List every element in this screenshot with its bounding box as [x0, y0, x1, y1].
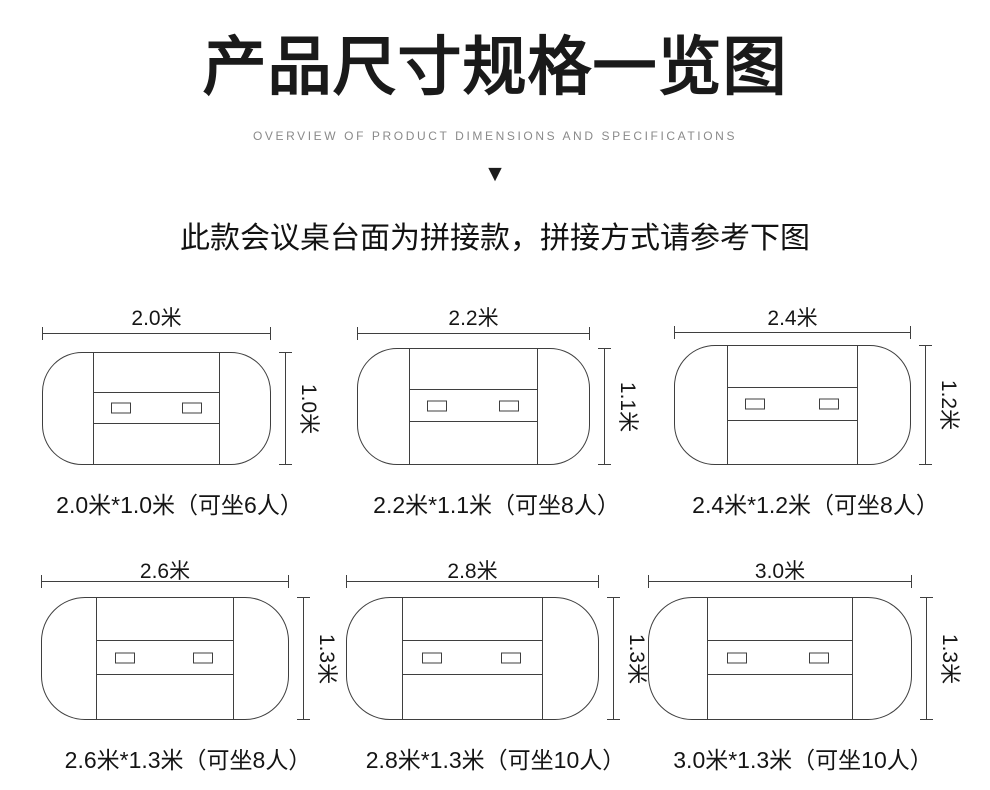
spec-figure-2_4m: 2.4米 1.2米 2.4米*1.2米（可坐8人）	[674, 302, 960, 518]
dimension-tick	[41, 575, 42, 588]
spec-figure-2_0m: 2.0米 1.0米 2.0米*1.0米（可坐6人）	[42, 302, 320, 518]
figure-caption: 2.0米*1.0米（可坐6人）	[56, 492, 303, 518]
wire-channel	[402, 640, 543, 675]
vertical-dimension-line: 1.1米	[598, 348, 646, 465]
height-dimension-label: 1.3米	[938, 633, 961, 684]
spec-figure-2_6m: 2.6米 1.3米 2.6米*1.3米（可坐8人）	[41, 555, 338, 773]
horizontal-dimension-line	[41, 575, 289, 588]
table-seam-right	[537, 349, 539, 464]
horizontal-dimension-line	[42, 327, 271, 340]
table-seam-right	[852, 598, 854, 719]
table-seam-left	[402, 598, 404, 719]
height-dimension-label: 1.0米	[297, 383, 320, 434]
dimension-tick	[357, 327, 358, 340]
table-seam-right	[541, 598, 543, 719]
vertical-dimension-line: 1.0米	[279, 352, 327, 465]
figure-caption: 2.4米*1.2米（可坐8人）	[692, 492, 939, 518]
grommet-box	[421, 652, 442, 664]
table-top-drawing	[42, 352, 271, 465]
figure-caption: 2.2米*1.1米（可坐8人）	[373, 492, 620, 518]
grommet-box	[426, 400, 447, 412]
table-top-drawing	[357, 348, 590, 465]
dimension-tick	[270, 327, 271, 340]
figure-caption: 3.0米*1.3米（可坐10人）	[673, 747, 933, 773]
wire-channel	[92, 391, 221, 424]
figure-caption: 2.8米*1.3米（可坐10人）	[365, 747, 626, 773]
horizontal-dimension-line	[346, 575, 599, 588]
dimension-line	[926, 597, 927, 720]
spec-figure-2_8m: 2.8米 1.3米 2.8米*1.3米（可坐10人）	[346, 555, 648, 773]
table-seam-right	[219, 353, 221, 464]
dimension-tick	[589, 327, 590, 340]
vertical-dimension-line: 1.3米	[607, 597, 655, 720]
intro-text: 此款会议桌台面为拼接款，拼接方式请参考下图	[180, 222, 810, 255]
height-dimension-label: 1.3米	[315, 633, 338, 684]
grommet-box	[818, 398, 839, 410]
width-dimension-label: 3.0米	[754, 560, 806, 583]
horizontal-dimension-line	[674, 326, 911, 339]
dimension-tick	[911, 575, 912, 588]
spec-figure-2_2m: 2.2米 1.1米 2.2米*1.1米（可坐8人）	[357, 302, 639, 518]
wire-channel	[726, 387, 859, 422]
grommet-box	[727, 652, 748, 664]
table-top-drawing	[674, 345, 911, 465]
width-dimension-label: 2.2米	[448, 307, 499, 330]
horizontal-dimension-line	[648, 575, 912, 588]
grommet-box	[115, 652, 136, 664]
grommet-box	[809, 652, 830, 664]
table-seam-left	[96, 598, 98, 719]
grommet-box	[181, 402, 202, 414]
vertical-dimension-line: 1.3米	[297, 597, 345, 720]
page-subtitle: OVERVIEW OF PRODUCT DIMENSIONS AND SPECI…	[252, 129, 738, 143]
wire-channel	[408, 389, 539, 423]
dimension-tick	[598, 575, 599, 588]
figure-caption: 2.6米*1.3米（可坐8人）	[64, 747, 312, 773]
wire-channel	[96, 640, 234, 675]
table-top-drawing	[41, 597, 289, 720]
grommet-box	[500, 652, 521, 664]
dimension-tick	[288, 575, 289, 588]
dimension-tick	[910, 326, 911, 339]
width-dimension-label: 2.6米	[139, 560, 191, 583]
grommet-box	[745, 398, 766, 410]
dimension-line	[303, 597, 304, 720]
table-seam-left	[408, 349, 410, 464]
dimension-line	[604, 348, 605, 465]
dimension-line	[925, 345, 926, 465]
width-dimension-label: 2.0米	[131, 307, 182, 330]
width-dimension-label: 2.4米	[767, 307, 818, 330]
dimension-line	[285, 352, 286, 465]
grommet-box	[192, 652, 213, 664]
height-dimension-label: 1.2米	[937, 379, 960, 431]
vertical-dimension-line: 1.2米	[919, 345, 967, 465]
width-dimension-label: 2.8米	[447, 560, 498, 583]
table-top-drawing	[648, 597, 912, 720]
grommet-box	[499, 400, 520, 412]
down-arrow-icon: ▼	[483, 160, 507, 186]
dimension-line	[613, 597, 614, 720]
vertical-dimension-line: 1.3米	[920, 597, 968, 720]
height-dimension-label: 1.1米	[616, 381, 639, 432]
page-title: 产品尺寸规格一览图	[202, 31, 788, 103]
table-seam-left	[92, 353, 94, 464]
dimension-tick	[42, 327, 43, 340]
table-seam-right	[232, 598, 234, 719]
wire-channel	[706, 640, 854, 675]
horizontal-dimension-line	[357, 327, 590, 340]
dimension-tick	[674, 326, 675, 339]
table-seam-left	[726, 346, 728, 464]
spec-figure-3_0m: 3.0米 1.3米 3.0米*1.3米（可坐10人）	[648, 555, 961, 773]
table-seam-right	[857, 346, 859, 464]
table-seam-left	[706, 598, 708, 719]
table-top-drawing	[346, 597, 599, 720]
dimension-tick	[648, 575, 649, 588]
grommet-box	[110, 402, 131, 414]
dimension-tick	[346, 575, 347, 588]
